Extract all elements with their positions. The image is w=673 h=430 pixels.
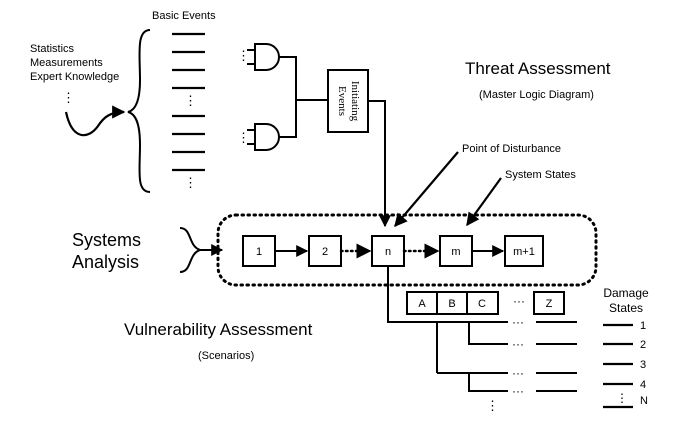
source-ellipsis: ⋮ <box>62 90 75 105</box>
basic-events-ellipsis: ⋮ <box>184 93 197 108</box>
systems-analysis-label: Systems <box>72 230 141 250</box>
threat-assessment-subtitle: (Master Logic Diagram) <box>479 89 594 101</box>
initiating-events-label: Events <box>336 86 348 116</box>
system-states-label: System States <box>505 169 576 181</box>
branch-box-label: A <box>418 298 426 310</box>
vulnerability-assessment-subtitle: (Scenarios) <box>198 350 254 362</box>
initiating-events-box <box>327 69 369 133</box>
event-tree-ellipsis: ⋮ <box>486 398 499 413</box>
damage-state-lines <box>603 323 633 409</box>
systems-analysis-label: Analysis <box>72 252 139 272</box>
systems-analysis-brace <box>179 227 204 273</box>
source-statistics: Statistics <box>30 43 75 55</box>
state-box-label: m <box>451 246 460 258</box>
system-states-arrow <box>466 177 502 227</box>
gate-input-ellipsis: ⋮ <box>237 130 250 145</box>
damage-state-label: 1 <box>640 320 646 332</box>
gate-wires <box>247 49 328 145</box>
damage-state-label: 4 <box>640 379 646 391</box>
branch-ellipsis: ··· <box>512 384 524 398</box>
damage-state-label: 3 <box>640 359 646 371</box>
initiating-to-n-arrow <box>368 100 391 228</box>
state-box-n <box>371 235 405 267</box>
gate-input-ellipsis: ⋮ <box>237 48 250 63</box>
branch-box-ellipsis: ··· <box>513 294 525 308</box>
damage-state-label: N <box>640 395 648 407</box>
state-box-m-plus-1 <box>504 235 544 267</box>
branch-box-label: C <box>478 298 486 310</box>
damage-states-ellipsis: ⋮ <box>616 391 628 405</box>
and-gate-upper <box>254 43 280 71</box>
branch-ellipsis: ··· <box>512 315 524 329</box>
branch-box-label: B <box>448 298 455 310</box>
source-measurements: Measurements <box>30 57 103 69</box>
damage-states-title: Damage <box>603 286 649 300</box>
system-states-dotted-frame <box>216 213 598 287</box>
sources-arrow <box>64 105 126 137</box>
basic-events-label: Basic Events <box>152 10 216 22</box>
branch-ellipsis: ··· <box>512 366 524 380</box>
state-box-label: n <box>385 246 391 258</box>
damage-state-label: 2 <box>640 339 646 351</box>
event-tree-lines <box>387 266 577 392</box>
basic-events-ellipsis: ⋮ <box>184 175 197 190</box>
damage-states-title: States <box>609 301 643 315</box>
state-box-label: 1 <box>256 246 262 258</box>
vulnerability-assessment-title: Vulnerability Assessment <box>124 320 313 339</box>
branch-box-c <box>466 291 499 315</box>
branch-box-label: Z <box>546 298 553 310</box>
state-box-label: m+1 <box>513 246 535 258</box>
source-expert-knowledge: Expert Knowledge <box>30 71 119 83</box>
state-box-1 <box>242 235 276 267</box>
initiating-events-label: Initiating <box>349 81 361 122</box>
basic-event-lines <box>172 32 205 172</box>
state-box-label: 2 <box>322 246 328 258</box>
basic-events-brace <box>127 29 151 193</box>
and-gate-lower <box>254 123 280 151</box>
point-of-disturbance-label: Point of Disturbance <box>462 143 561 155</box>
branch-box-z <box>533 291 565 315</box>
threat-assessment-title: Threat Assessment <box>465 59 611 78</box>
branch-ellipsis: ··· <box>512 337 524 351</box>
